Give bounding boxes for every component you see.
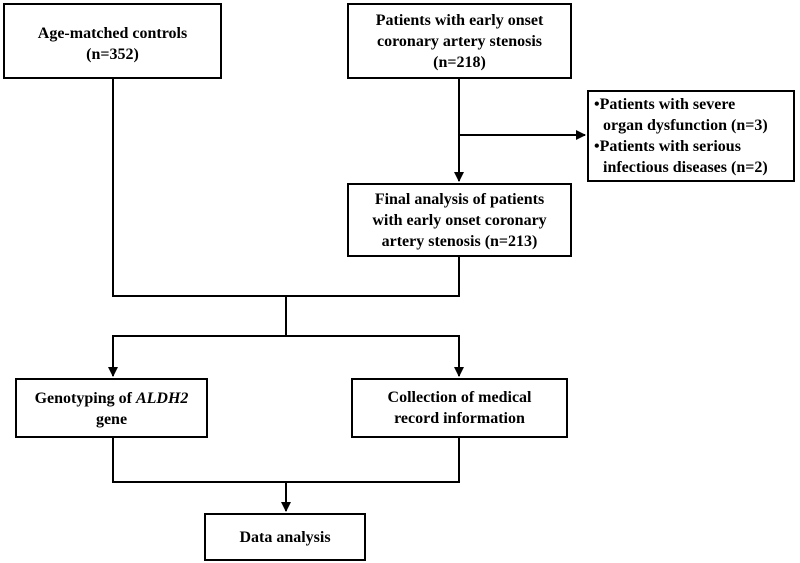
analysis-label: Data analysis (239, 528, 331, 546)
genotyping-prefix: Genotyping of (34, 390, 136, 407)
gene-name: ALDH2 (135, 390, 189, 407)
patients-label-line2: coronary artery stenosis (377, 32, 542, 50)
exclusion-organ-dysfunction-line2: organ dysfunction (n=3) (603, 117, 768, 134)
controls-label: Age-matched controls (37, 25, 188, 42)
early-onset-patients-box: Patients with early onset coronary arter… (347, 3, 572, 79)
exclusion-infectious-line1: •Patients with serious (594, 138, 741, 155)
collection-label-line1: Collection of medical (387, 389, 532, 406)
final-label-line3: artery stenosis (n=213) (381, 232, 538, 250)
controls-count: (n=352) (86, 46, 139, 63)
exclusion-organ-dysfunction-line1: •Patients with severe (594, 96, 736, 113)
age-matched-controls-box: Age-matched controls (n=352) (3, 3, 222, 79)
exclusion-infectious-line2: infectious diseases (n=2) (603, 159, 768, 176)
data-analysis-box: Data analysis (204, 513, 366, 561)
collection-label-line2: record information (394, 410, 525, 427)
genotyping-label-line1: Genotyping of ALDH2 (35, 388, 189, 409)
medical-record-collection-box: Collection of medical record information (351, 378, 568, 438)
exclusions-box: •Patients with severe organ dysfunction … (587, 90, 795, 182)
genotyping-label-line2: gene (95, 411, 128, 428)
final-analysis-box: Final analysis of patients with early on… (347, 183, 572, 257)
patients-count: (n=218) (433, 53, 486, 71)
genotyping-box: Genotyping of ALDH2 gene (15, 378, 208, 438)
patients-label-line1: Patients with early onset (375, 11, 544, 29)
final-label-line1: Final analysis of patients (374, 190, 545, 208)
final-label-line2: with early onset coronary (372, 211, 547, 229)
